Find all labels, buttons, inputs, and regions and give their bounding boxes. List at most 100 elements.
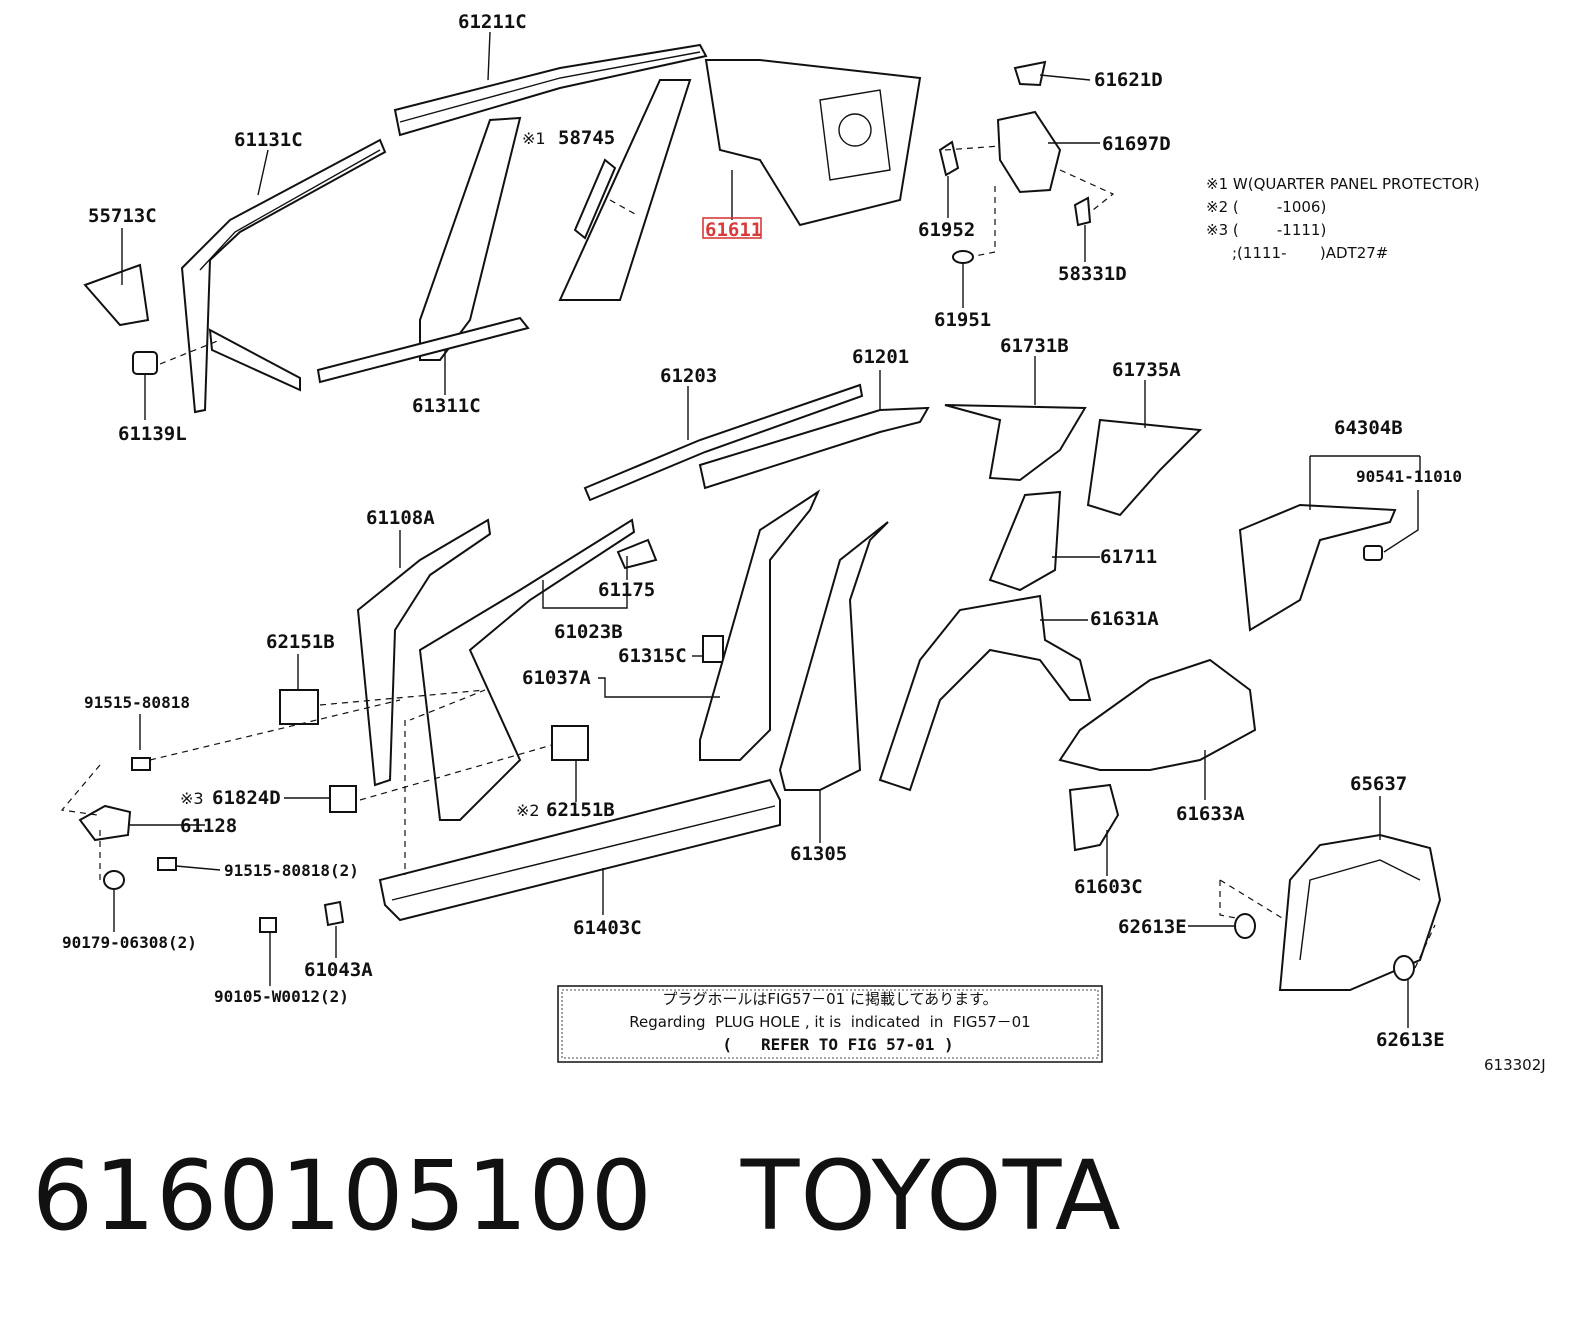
part-61037A xyxy=(699,489,821,761)
part-61711 xyxy=(988,490,1062,592)
part-61139L xyxy=(132,351,158,375)
label-61952[interactable]: 61952 xyxy=(918,219,975,241)
label-61203[interactable]: 61203 xyxy=(660,365,717,387)
label-91515-80818-b[interactable]: 91515-80818(2) xyxy=(224,861,359,880)
label-90179-06308[interactable]: 90179-06308(2) xyxy=(62,933,197,952)
figure-code: 613302J xyxy=(1484,1056,1546,1074)
label-61611-highlighted[interactable]: 61611 xyxy=(705,219,762,241)
part-90179-06308 xyxy=(103,870,125,890)
label-58745[interactable]: 58745 xyxy=(558,127,615,149)
legend-line-4: ;(1111- )ADT27# xyxy=(1232,244,1388,262)
label-61603C[interactable]: 61603C xyxy=(1074,876,1143,898)
part-61131C xyxy=(180,138,387,414)
part-61824D xyxy=(329,785,357,813)
note-line-1: プラグホールはFIG57－01 に掲載してあります。 xyxy=(662,990,997,1008)
part-62613E-a xyxy=(1234,913,1256,939)
label-65637[interactable]: 65637 xyxy=(1350,773,1407,795)
label-61139L[interactable]: 61139L xyxy=(118,423,187,445)
part-91515-80818-b xyxy=(157,857,177,871)
label-61403C[interactable]: 61403C xyxy=(573,917,642,939)
part-61201 xyxy=(698,406,930,490)
plug-hole-note: プラグホールはFIG57－01 に掲載してあります。 Regarding PLU… xyxy=(557,985,1103,1063)
note-line-3: ( REFER TO FIG 57-01 ) xyxy=(722,1035,953,1054)
note-line-2: Regarding PLUG HOLE , it is indicated in… xyxy=(629,1013,1030,1031)
label-91515-80818-a[interactable]: 91515-80818 xyxy=(84,693,190,712)
label-55713C[interactable]: 55713C xyxy=(88,205,157,227)
label-61037A[interactable]: 61037A xyxy=(522,667,591,689)
label-61175[interactable]: 61175 xyxy=(598,579,655,601)
part-91515-80818-a xyxy=(131,757,151,771)
label-61633A[interactable]: 61633A xyxy=(1176,803,1245,825)
part-61305 xyxy=(778,521,889,791)
label-64304B[interactable]: 64304B xyxy=(1334,417,1403,439)
part-65637 xyxy=(1278,833,1442,991)
part-62151B-lower xyxy=(551,725,589,761)
part-61203 xyxy=(583,383,864,502)
label-61043A[interactable]: 61043A xyxy=(304,959,373,981)
part-61697D xyxy=(996,110,1062,194)
part-61631A xyxy=(878,594,1092,792)
label-62151B-lower[interactable]: 62151B xyxy=(546,799,615,821)
part-61403C xyxy=(378,778,781,922)
label-61128[interactable]: 61128 xyxy=(180,815,237,837)
part-61108A xyxy=(356,518,492,787)
label-58331D[interactable]: 58331D xyxy=(1058,263,1127,285)
label-62151B-lower-mark: ※2 xyxy=(516,801,540,820)
part-64304B xyxy=(1238,503,1397,632)
label-90541-11010[interactable]: 90541-11010 xyxy=(1356,467,1462,486)
label-61131C[interactable]: 61131C xyxy=(234,129,303,151)
label-61711[interactable]: 61711 xyxy=(1100,546,1157,568)
label-62613E-a[interactable]: 62613E xyxy=(1118,916,1187,938)
part-90541-11010 xyxy=(1363,545,1383,561)
highlight-box xyxy=(702,217,762,239)
legend-line-1: ※1 W(QUARTER PANEL PROTECTOR) xyxy=(1206,175,1480,193)
label-61824D-mark: ※3 xyxy=(180,789,204,808)
part-61175 xyxy=(616,538,658,570)
part-61951 xyxy=(952,250,974,264)
part-labels: 61211C 61131C 55713C 61139L 61311C ※1 58… xyxy=(62,11,1462,1051)
label-61735A[interactable]: 61735A xyxy=(1112,359,1181,381)
legend-line-3: ※3 ( -1111) xyxy=(1206,221,1326,239)
part-55713C xyxy=(83,263,150,327)
label-61631A[interactable]: 61631A xyxy=(1090,608,1159,630)
label-61211C[interactable]: 61211C xyxy=(458,11,527,33)
label-61697D[interactable]: 61697D xyxy=(1102,133,1171,155)
legend-line-2: ※2 ( -1006) xyxy=(1206,198,1326,216)
label-58745-mark: ※1 xyxy=(522,129,546,148)
part-61211C xyxy=(393,43,708,137)
label-61305[interactable]: 61305 xyxy=(790,843,847,865)
part-61315C xyxy=(702,635,724,663)
label-61108A[interactable]: 61108A xyxy=(366,507,435,529)
caption-part-number: 6160105100 xyxy=(32,1140,653,1252)
label-61621D[interactable]: 61621D xyxy=(1094,69,1163,91)
label-61731B[interactable]: 61731B xyxy=(1000,335,1069,357)
assembly-lines xyxy=(60,145,1436,969)
label-62151B-upper[interactable]: 62151B xyxy=(266,631,335,653)
label-62613E-b[interactable]: 62613E xyxy=(1376,1029,1445,1051)
label-90105-W0012[interactable]: 90105-W0012(2) xyxy=(214,987,349,1006)
label-61023B[interactable]: 61023B xyxy=(554,621,623,643)
part-58745 xyxy=(573,158,617,240)
part-61023B xyxy=(418,518,636,821)
part-61128 xyxy=(78,804,132,842)
part-61603C xyxy=(1068,783,1120,852)
part-90105-W0012 xyxy=(259,917,277,933)
part-61731B xyxy=(944,404,1087,482)
part-61621D xyxy=(1013,60,1047,87)
leader-lines xyxy=(113,31,1421,1028)
part-61735A xyxy=(1086,418,1203,517)
part-61043A xyxy=(323,900,345,927)
part-62613E-b xyxy=(1393,955,1415,981)
part-61633A xyxy=(1058,658,1257,771)
label-61824D[interactable]: 61824D xyxy=(212,787,281,809)
label-61951[interactable]: 61951 xyxy=(934,309,991,331)
parts-diagram: 61211C 61131C 55713C 61139L 61311C ※1 58… xyxy=(60,11,1546,1074)
label-61201[interactable]: 61201 xyxy=(852,346,909,368)
label-61311C[interactable]: 61311C xyxy=(412,395,481,417)
part-side-outer xyxy=(316,79,692,384)
label-61315C[interactable]: 61315C xyxy=(618,645,687,667)
part-58331D xyxy=(1073,196,1092,227)
part-62151B-upper xyxy=(279,689,319,725)
legend: ※1 W(QUARTER PANEL PROTECTOR) ※2 ( -1006… xyxy=(1206,175,1480,262)
